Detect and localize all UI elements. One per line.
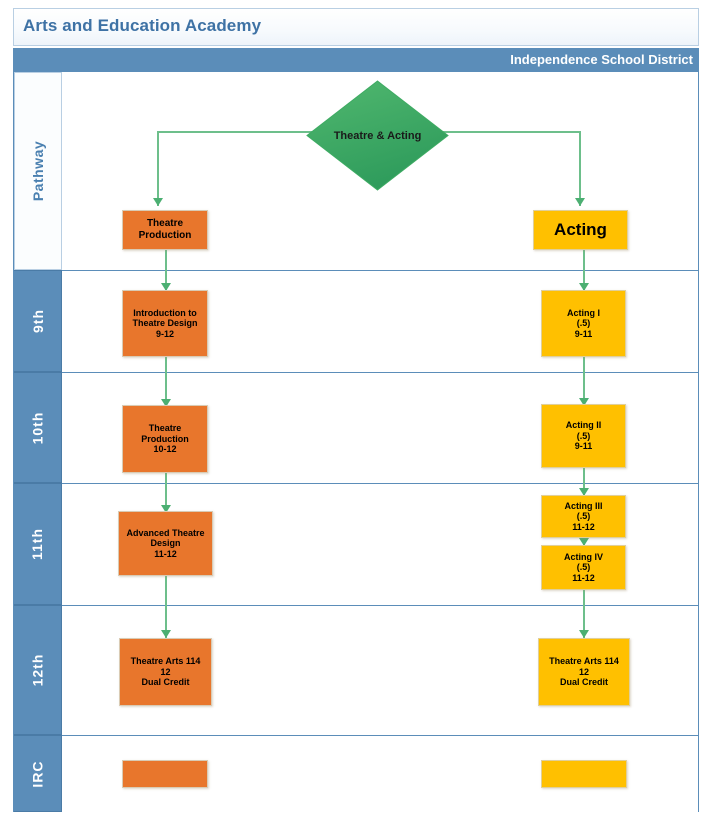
row-label-pathway: Pathway bbox=[14, 72, 62, 270]
node-irc-right[interactable] bbox=[541, 760, 627, 788]
row-label-12th-text: 12th bbox=[29, 653, 46, 687]
node-theatre-production-head[interactable]: Theatre Production bbox=[122, 210, 208, 250]
node-acting-2-text: Acting II (.5) 9-11 bbox=[565, 420, 602, 452]
node-acting-3-text: Acting III (.5) 11-12 bbox=[564, 500, 603, 532]
node-acting-1[interactable]: Acting I (.5) 9-11 bbox=[541, 290, 626, 357]
row-label-irc: IRC bbox=[14, 735, 62, 812]
arrow-left-9th bbox=[160, 283, 171, 291]
arrow-right-11th-b bbox=[578, 538, 589, 546]
connector-left-9th-to-10th bbox=[165, 357, 167, 405]
row-label-12th: 12th bbox=[14, 605, 62, 735]
academy-title-bar: Arts and Education Academy bbox=[13, 8, 699, 46]
connector-right-10th-to-11th bbox=[583, 468, 585, 496]
node-theatre-arts-114-right[interactable]: Theatre Arts 114 12 Dual Credit bbox=[538, 638, 630, 706]
page-title: Arts and Education Academy bbox=[23, 16, 262, 35]
arrow-left-10th bbox=[160, 399, 171, 407]
node-theatre-arts-114-left-text: Theatre Arts 114 12 Dual Credit bbox=[130, 656, 201, 688]
diamond-shape bbox=[306, 80, 449, 191]
row-label-pathway-text: Pathway bbox=[30, 140, 46, 202]
arrow-left-11th bbox=[160, 505, 171, 513]
node-advanced-theatre-design[interactable]: Advanced Theatre Design 11-12 bbox=[118, 511, 213, 576]
arrow-left-12th bbox=[160, 630, 171, 638]
node-acting-1-text: Acting I (.5) 9-11 bbox=[567, 307, 600, 339]
arrow-left-head bbox=[152, 198, 163, 206]
arrow-right-head bbox=[574, 198, 585, 206]
district-band: Independence School District bbox=[13, 48, 699, 72]
arrow-right-9th bbox=[578, 283, 589, 291]
arrow-right-12th bbox=[578, 630, 589, 638]
node-acting-head[interactable]: Acting bbox=[533, 210, 628, 250]
node-acting-head-text: Acting bbox=[554, 219, 607, 239]
node-theatre-production-head-text: Theatre Production bbox=[138, 218, 192, 241]
node-acting-4-text: Acting IV (.5) 11-12 bbox=[563, 551, 603, 583]
connector-left-head-to-9th bbox=[165, 250, 167, 290]
connector-left-10th-to-11th bbox=[165, 473, 167, 513]
connector-right-down bbox=[579, 131, 581, 206]
district-name: Independence School District bbox=[510, 52, 693, 67]
node-theatre-arts-114-right-text: Theatre Arts 114 12 Dual Credit bbox=[549, 656, 619, 688]
arrow-right-11th-a bbox=[578, 488, 589, 496]
arrow-right-10th bbox=[578, 398, 589, 406]
node-theatre-arts-114-left[interactable]: Theatre Arts 114 12 Dual Credit bbox=[119, 638, 212, 706]
row-label-irc-text: IRC bbox=[29, 759, 46, 788]
row-label-11th-text: 11th bbox=[29, 527, 46, 561]
connector-diamond-to-left bbox=[157, 131, 312, 133]
node-intro-theatre-design[interactable]: Introduction to Theatre Design 9-12 bbox=[122, 290, 208, 357]
row-label-10th-text: 10th bbox=[29, 411, 46, 444]
node-advanced-theatre-design-text: Advanced Theatre Design 11-12 bbox=[126, 527, 205, 559]
row-label-11th: 11th bbox=[14, 483, 62, 605]
connector-left-down bbox=[157, 131, 159, 206]
row-label-9th-text: 9th bbox=[29, 309, 46, 333]
connector-right-head-to-9th bbox=[583, 250, 585, 290]
connector-diamond-to-right bbox=[440, 131, 580, 133]
connector-right-9th-to-10th bbox=[583, 357, 585, 405]
node-theatre-production-10-12-text: Theatre Production 10-12 bbox=[141, 423, 189, 455]
node-acting-4[interactable]: Acting IV (.5) 11-12 bbox=[541, 545, 626, 590]
pathway-decision-diamond[interactable]: Theatre & Acting bbox=[305, 79, 450, 192]
node-acting-3[interactable]: Acting III (.5) 11-12 bbox=[541, 495, 626, 538]
connector-left-11th-to-12th bbox=[165, 576, 167, 638]
row-label-9th: 9th bbox=[14, 270, 62, 372]
node-theatre-production-10-12[interactable]: Theatre Production 10-12 bbox=[122, 405, 208, 473]
node-irc-left[interactable] bbox=[122, 760, 208, 788]
node-intro-theatre-design-text: Introduction to Theatre Design 9-12 bbox=[132, 307, 198, 339]
row-label-10th: 10th bbox=[14, 372, 62, 483]
node-acting-2[interactable]: Acting II (.5) 9-11 bbox=[541, 404, 626, 468]
connector-right-11th-to-12th bbox=[583, 590, 585, 638]
